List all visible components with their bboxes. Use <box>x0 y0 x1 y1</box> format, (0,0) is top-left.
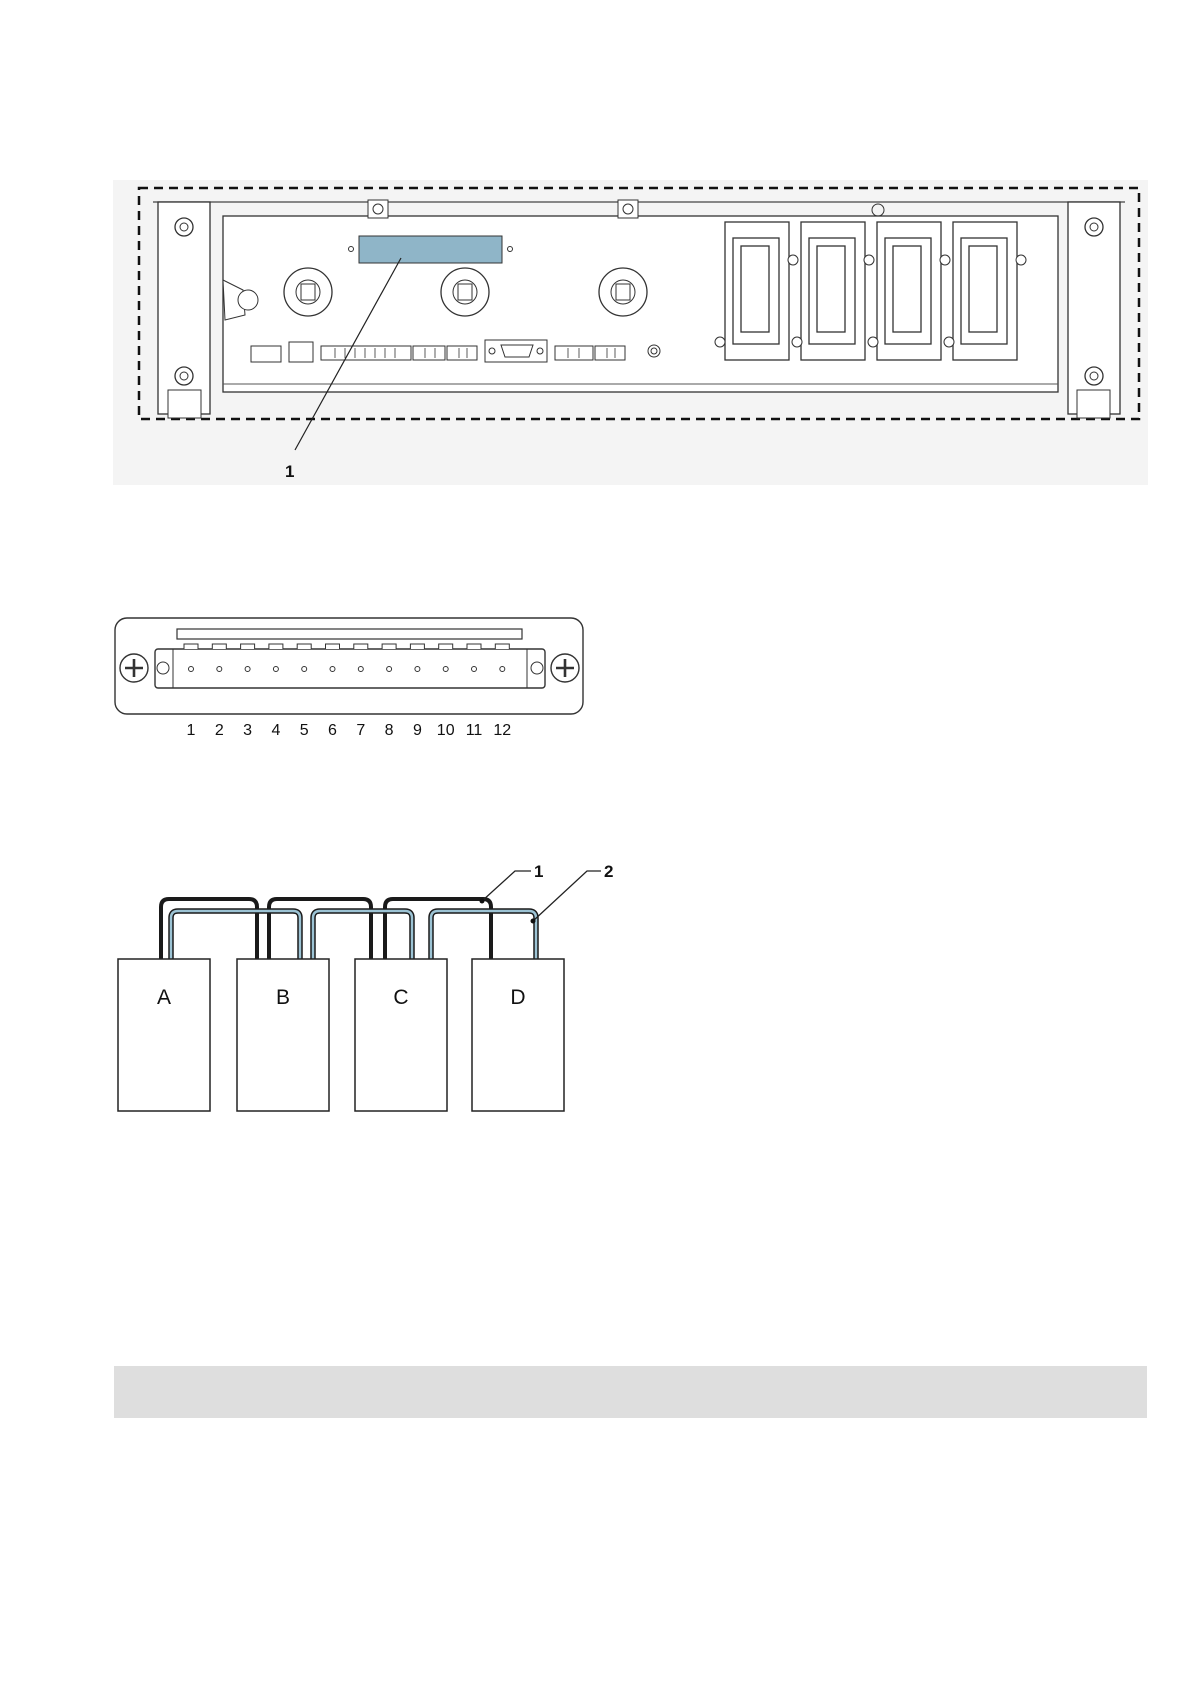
plug-body <box>155 649 545 688</box>
pin-number-label: 2 <box>215 722 224 739</box>
module-a <box>118 959 210 1111</box>
pin-slot <box>439 644 453 649</box>
module-b-label: B <box>276 986 290 1009</box>
pin-number-label: 6 <box>328 722 337 739</box>
pin-number-label: 9 <box>413 722 422 739</box>
pin-slot <box>326 644 340 649</box>
pin-slot <box>184 644 198 649</box>
highlighted-cover-plate <box>359 236 502 263</box>
cable-1 <box>161 899 491 959</box>
port-1 <box>251 346 281 362</box>
rear-panel-figure: 1 <box>113 180 1148 485</box>
module-c-label: C <box>393 986 408 1009</box>
pin-number-label: 12 <box>493 722 511 739</box>
cable-2 <box>171 911 536 959</box>
module-a-label: A <box>157 986 171 1009</box>
pin-number-label: 5 <box>300 722 309 739</box>
pin-number-label: 10 <box>437 722 455 739</box>
cable-2-outline <box>171 911 536 959</box>
daisy-chain-figure: A B C D 1 2 <box>113 855 633 1115</box>
callout-1-label: 1 <box>285 462 294 481</box>
pin-slot <box>241 644 255 649</box>
callout-leader-1 <box>482 871 531 901</box>
pin-slot <box>382 644 396 649</box>
pin-slot <box>354 644 368 649</box>
pin-number-label: 1 <box>187 722 196 739</box>
pin-slot <box>212 644 226 649</box>
pin-slot <box>269 644 283 649</box>
pin-number-label: 8 <box>385 722 394 739</box>
module-boxes <box>118 959 564 1111</box>
callout-2-label: 2 <box>604 862 613 881</box>
module-d <box>472 959 564 1111</box>
terminal-block-icon <box>321 346 625 360</box>
pin-slot <box>297 644 311 649</box>
pin-slot <box>410 644 424 649</box>
pin-number-label: 7 <box>356 722 365 739</box>
pin-slot <box>467 644 481 649</box>
module-c <box>355 959 447 1111</box>
module-d-label: D <box>510 986 525 1009</box>
module-b <box>237 959 329 1111</box>
pin-slot <box>495 644 509 649</box>
gray-section-bar <box>114 1366 1147 1418</box>
pin-number-label: 4 <box>271 722 280 739</box>
port-2 <box>289 342 313 362</box>
callout-1-label: 1 <box>534 862 543 881</box>
pin-number-label: 3 <box>243 722 252 739</box>
pin-number-label: 11 <box>466 722 483 739</box>
